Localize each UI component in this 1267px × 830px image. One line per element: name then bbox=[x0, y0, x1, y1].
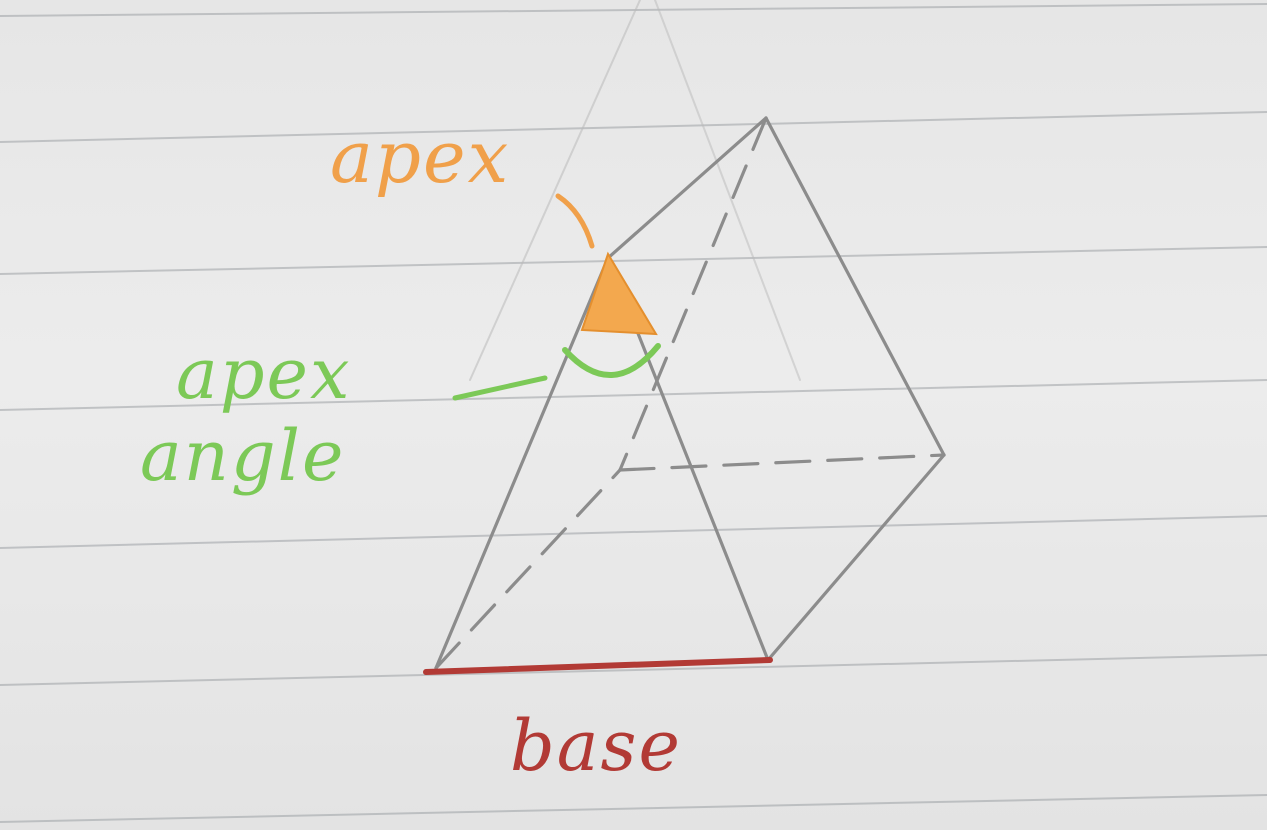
apex-angle-label-line1: apex bbox=[176, 333, 351, 415]
apex-angle-pointer bbox=[452, 375, 548, 401]
apex-to-back-edge bbox=[606, 116, 768, 260]
apex-pointer bbox=[555, 193, 595, 249]
back-right-edge bbox=[764, 116, 946, 457]
apex-angle-arc bbox=[562, 343, 661, 378]
right-base-edge bbox=[766, 453, 946, 662]
apex-label: apex bbox=[330, 115, 510, 199]
hidden-base-left bbox=[434, 468, 622, 670]
hidden-base-back bbox=[618, 453, 946, 472]
apex-marker bbox=[580, 251, 658, 336]
base-label: base bbox=[510, 705, 682, 787]
erased-guidelines bbox=[469, 0, 801, 381]
ruled-lines bbox=[0, 3, 1267, 823]
base-line bbox=[423, 657, 773, 675]
hidden-back-edge bbox=[618, 116, 768, 472]
front-left-edge bbox=[434, 256, 610, 670]
apex-angle-label-line2: angle bbox=[140, 415, 345, 497]
